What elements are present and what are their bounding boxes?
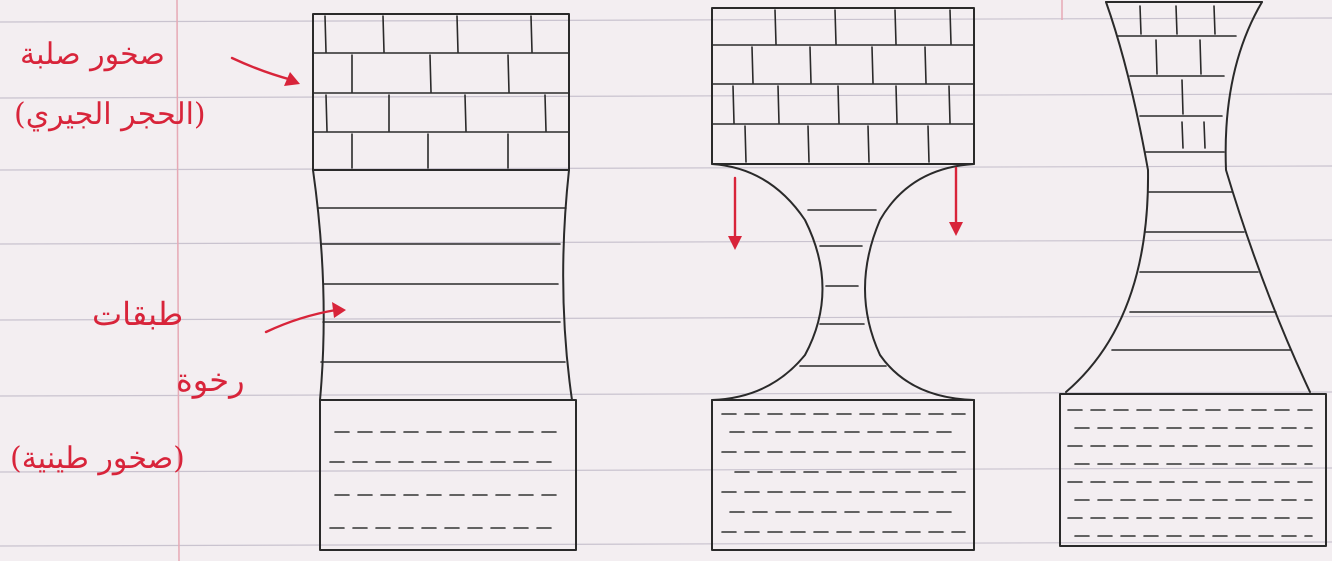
label-soft-layers: طبقات <box>92 298 183 330</box>
column-3-collapsed <box>1060 2 1326 546</box>
brick-pattern-2 <box>712 10 974 162</box>
label-limestone: (الحجر الجيري) <box>14 100 206 130</box>
pointer-hard-rock <box>232 58 292 80</box>
eroded-left-curve-2 <box>712 164 823 400</box>
pointer-soft-layers <box>266 310 336 332</box>
clay-dashes-1 <box>330 432 560 528</box>
brick-pattern-1 <box>313 16 569 168</box>
clay-dashes-2 <box>722 414 965 532</box>
column-1-original <box>313 14 576 550</box>
label-pointers <box>232 58 346 332</box>
soft-layer-left-edge-1 <box>313 170 324 400</box>
soft-layer-lines-2 <box>800 210 886 366</box>
clay-block-2 <box>712 400 974 550</box>
clay-block-3 <box>1060 394 1326 546</box>
soft-layer-lines-1 <box>318 208 566 362</box>
margin-line <box>177 0 179 561</box>
tapered-layer-lines-3 <box>1112 6 1290 350</box>
hard-rock-block-2 <box>712 8 974 164</box>
soft-layer-right-edge-1 <box>563 170 572 400</box>
clay-dashes-3 <box>1068 410 1318 536</box>
label-soft: رخوة <box>176 364 245 396</box>
tapered-right-edge-3 <box>1226 2 1310 392</box>
label-clay-rock: (صخور طينية) <box>10 444 185 474</box>
tapered-left-edge-3 <box>1066 2 1148 392</box>
label-hard-rock: صخور صلبة <box>20 40 165 70</box>
eroded-right-curve-2 <box>865 164 974 400</box>
